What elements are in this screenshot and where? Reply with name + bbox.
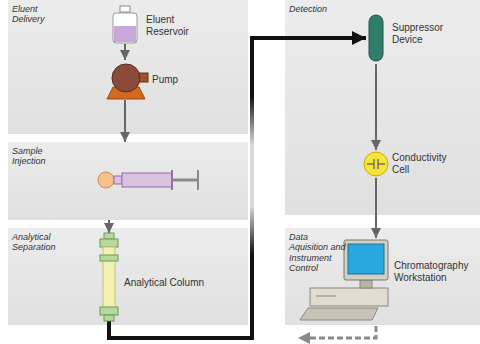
- flow-arrow: [108, 220, 110, 233]
- stage-panel: Eluent Delivery Eluent ReservoirPump: [8, 0, 248, 134]
- stage-heading: Data Aquisition and Instrument Control: [289, 232, 347, 273]
- suppressor-icon: [366, 14, 386, 64]
- stage-panel: Analytical SeparationAnalytical Column: [8, 228, 248, 325]
- component: Analytical Column: [100, 233, 224, 321]
- component-label: Conductivity Cell: [392, 152, 458, 175]
- stage-panel: DetectionSuppressor DeviceConductivity C…: [285, 0, 480, 215]
- stage-panel-ground: [8, 228, 248, 325]
- pump-icon: [104, 60, 148, 100]
- cell-icon: [362, 150, 390, 178]
- component-label: Pump: [152, 74, 192, 86]
- component-label: Eluent Reservoir: [146, 14, 202, 37]
- return-arrow: [298, 326, 376, 344]
- flow-arrow: [375, 64, 377, 150]
- stage-panel-ground: [8, 0, 248, 134]
- component: Pump: [104, 60, 192, 100]
- syringe-icon: [98, 170, 198, 190]
- bottle-icon: [110, 6, 140, 44]
- component: Eluent Reservoir: [110, 6, 202, 44]
- stage-heading: Analytical Separation: [12, 232, 64, 253]
- component: Suppressor Device: [366, 14, 454, 64]
- stage-heading: Eluent Delivery: [12, 4, 57, 25]
- stage-heading: Detection: [289, 4, 359, 14]
- component-label: Suppressor Device: [392, 22, 454, 45]
- flow-arrow: [124, 44, 126, 60]
- stage-panel: Sample Injection: [8, 142, 248, 220]
- flow-arrow: [375, 178, 377, 238]
- component: Conductivity Cell: [362, 150, 458, 178]
- component-label: Analytical Column: [124, 277, 224, 289]
- component-label: Chromatography Workstation: [394, 260, 476, 283]
- flow-arrow: [124, 100, 126, 142]
- stage-panel-ground: [285, 0, 480, 215]
- column-icon: [100, 233, 118, 321]
- stage-panel-ground: [8, 142, 248, 220]
- stage-heading: Sample Injection: [12, 146, 57, 167]
- stage-panel-ground: [285, 228, 480, 325]
- stage-panel: Data Aquisition and Instrument ControlCh…: [285, 228, 480, 325]
